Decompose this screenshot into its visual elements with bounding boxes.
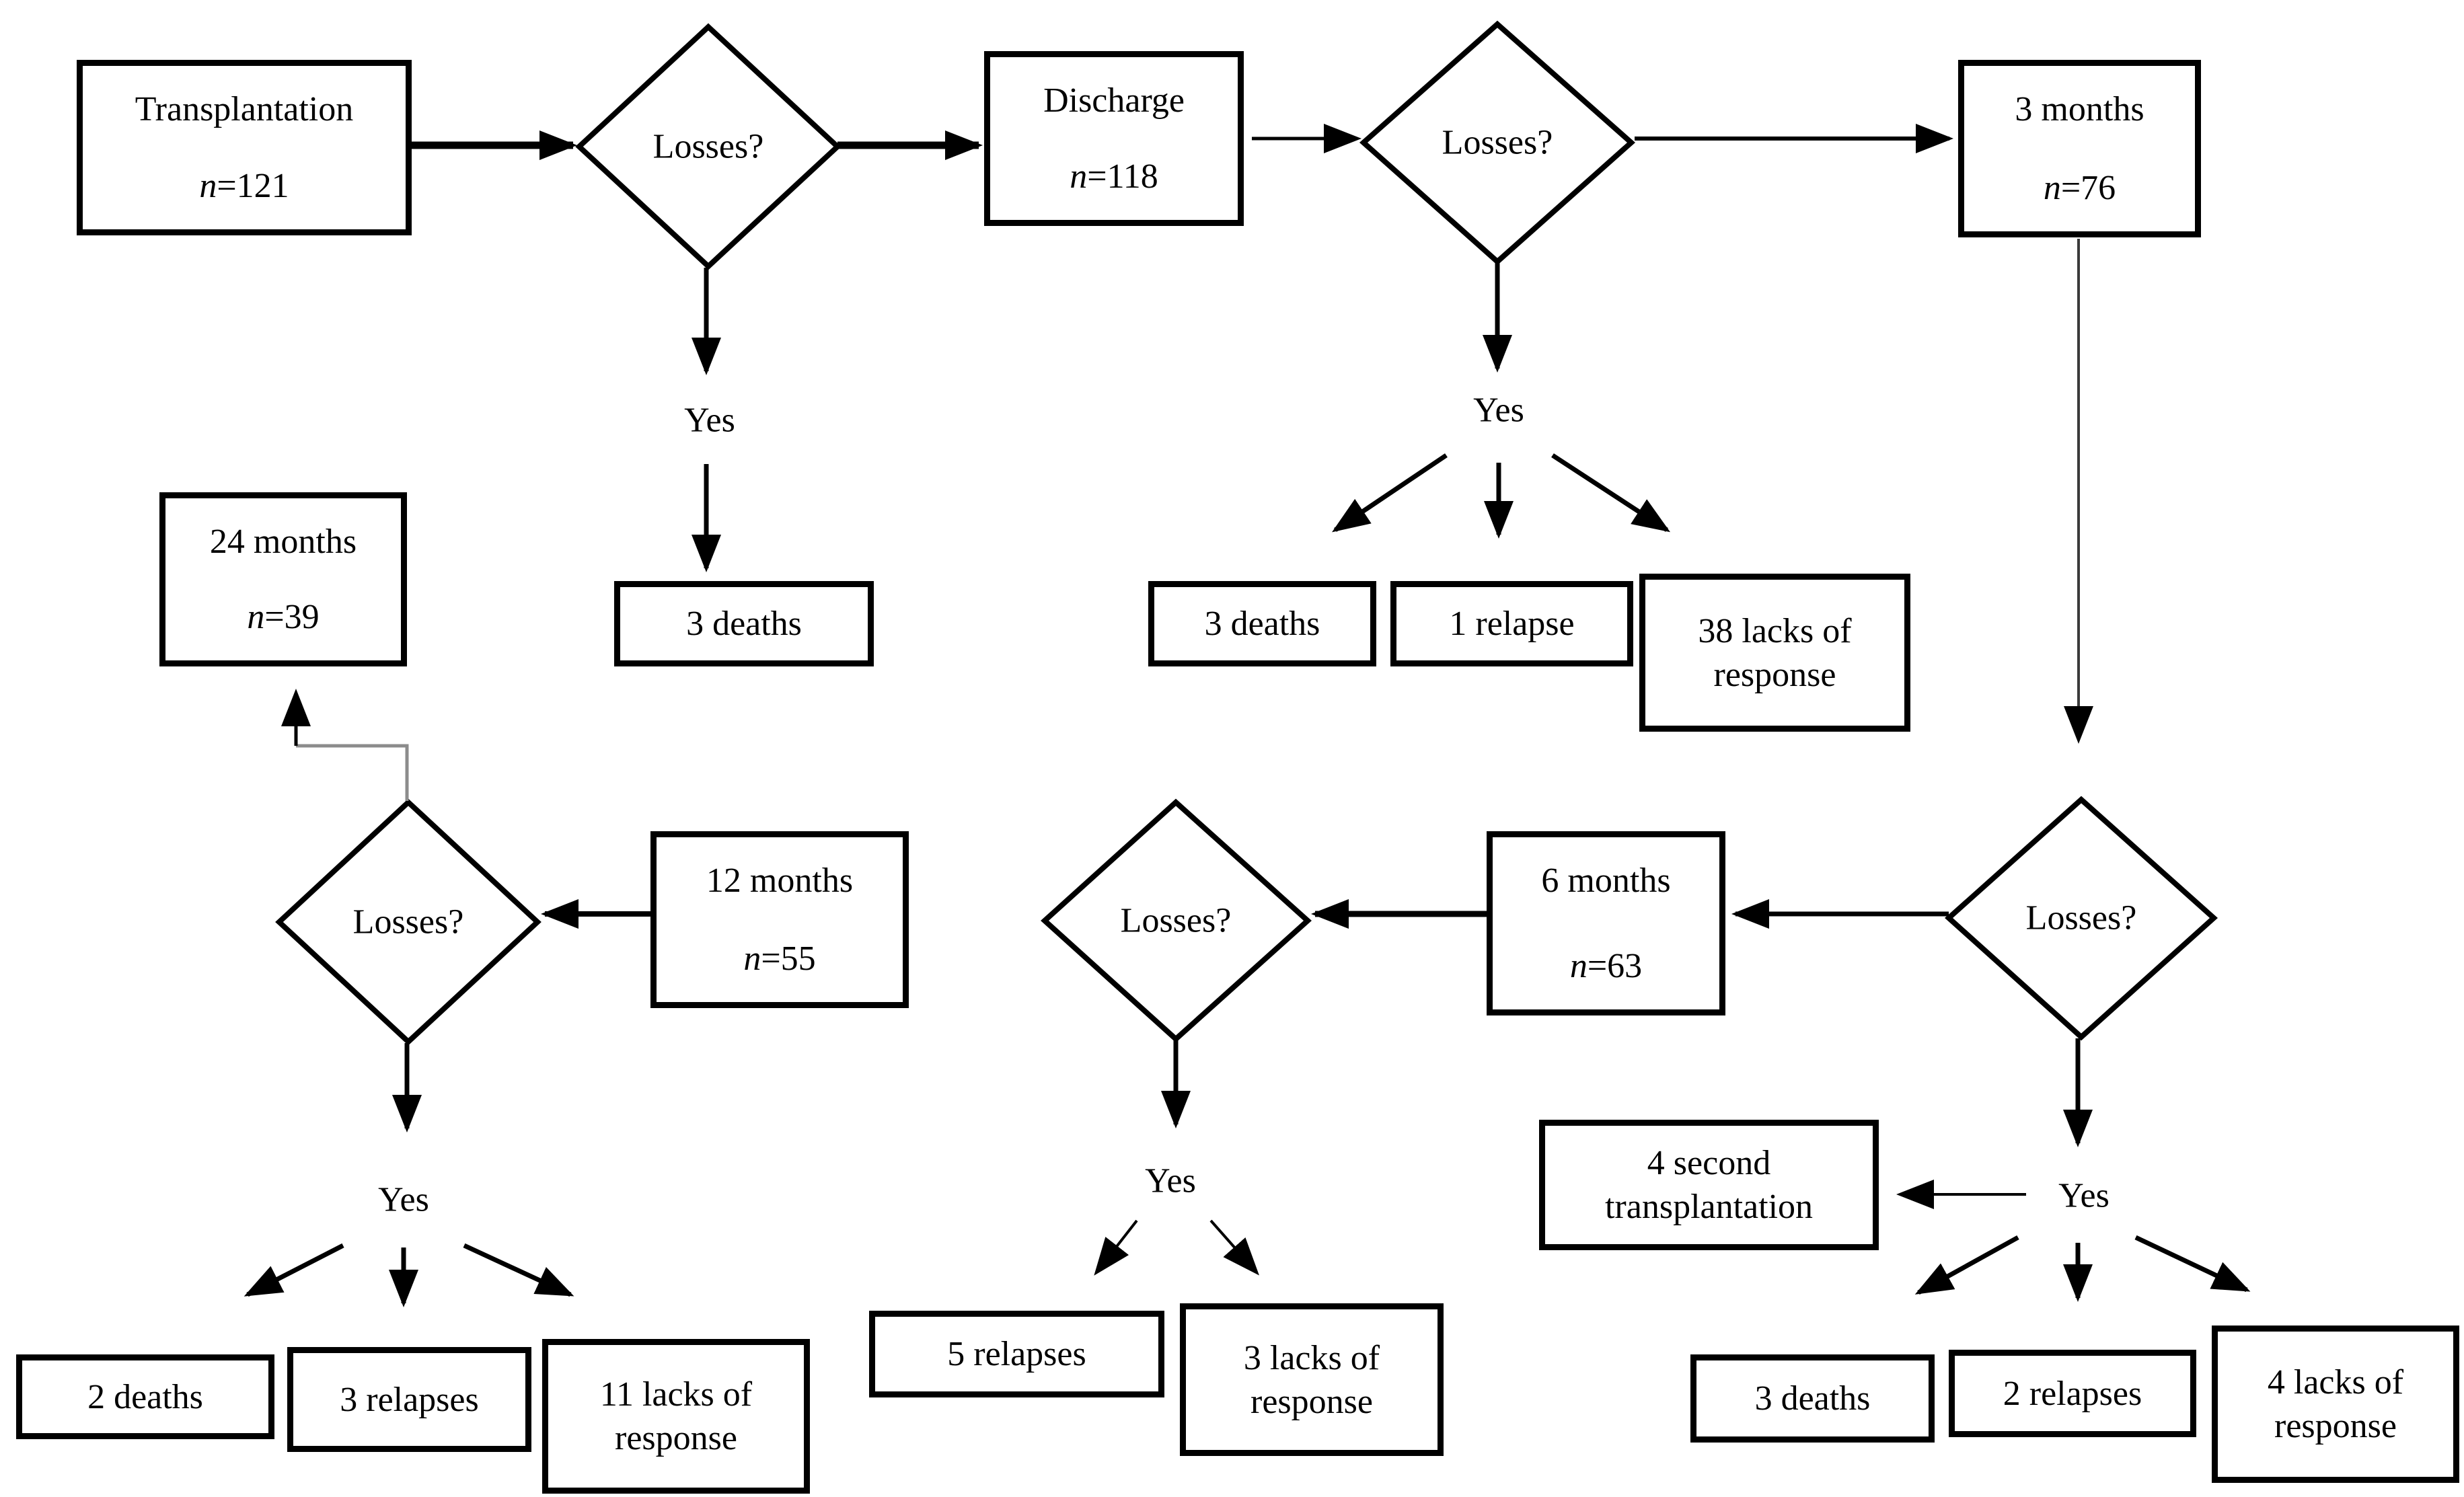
node-2-relapses: 2 relapses xyxy=(1949,1350,2196,1437)
node-label-line2: response xyxy=(2274,1407,2397,1445)
node-label: 1 relapse xyxy=(1449,605,1575,643)
node-label: Transplantation xyxy=(135,90,354,128)
node-transplantation: Transplantation n=121 xyxy=(77,60,412,235)
node-count: n=121 xyxy=(199,164,289,208)
node-label-line2: response xyxy=(615,1419,737,1457)
node-3-relapses: 3 relapses xyxy=(287,1347,531,1452)
node-label-line1: 3 lacks of xyxy=(1243,1338,1380,1377)
node-label: 24 months xyxy=(209,523,357,561)
decision-label-losses1: Losses? xyxy=(652,127,764,166)
n-symbol: n xyxy=(199,167,217,205)
decision-diamond-losses4 xyxy=(1041,798,1312,1043)
node-3-months: 3 months n=76 xyxy=(1958,60,2201,237)
node-label-line2: response xyxy=(1250,1382,1373,1421)
n-symbol: n xyxy=(2043,169,2061,207)
arrow-yes5-to-3deaths xyxy=(1914,1235,2019,1295)
decision-label-losses4: Losses? xyxy=(1120,901,1232,940)
node-label: 3 deaths xyxy=(686,605,802,643)
n-symbol: n xyxy=(743,939,761,978)
arrow-yes2-to-38lacks xyxy=(1551,453,1671,533)
node-count: n=55 xyxy=(743,937,815,981)
yes-label-1: Yes xyxy=(684,401,735,440)
node-label-line2: transplantation xyxy=(1604,1188,1814,1226)
arrow-yes2-to-3deaths xyxy=(1332,453,1448,533)
node-3-deaths-at-6m: 3 deaths xyxy=(1690,1354,1935,1443)
node-1-relapse-after-discharge: 1 relapse xyxy=(1390,581,1633,666)
n-value: =63 xyxy=(1587,947,1643,985)
node-label-line1: 4 lacks of xyxy=(2267,1363,2404,1402)
node-24-months: 24 months n=39 xyxy=(159,492,407,666)
node-label: Discharge xyxy=(1043,81,1185,120)
node-5-relapses: 5 relapses xyxy=(869,1311,1164,1397)
node-4-second-transplantation: 4 second transplantation xyxy=(1539,1120,1879,1250)
node-label: 3 deaths xyxy=(1754,1379,1871,1418)
decision-label-losses3: Losses? xyxy=(352,903,464,942)
n-value: =118 xyxy=(1087,157,1158,196)
node-4-lacks-of-response: 4 lacks of response xyxy=(2212,1326,2459,1483)
node-label-line2: response xyxy=(1713,655,1836,694)
node-label: 2 relapses xyxy=(2003,1374,2142,1413)
yes-label-5: Yes xyxy=(2058,1176,2110,1215)
node-count: n=39 xyxy=(247,595,319,639)
node-label: 12 months xyxy=(706,861,854,900)
decision-label-losses2: Losses? xyxy=(1442,123,1553,162)
yes-label-4: Yes xyxy=(1145,1161,1196,1200)
decision-diamond-losses3 xyxy=(275,798,542,1046)
node-3-deaths-after-transplantation: 3 deaths xyxy=(614,581,874,666)
node-12-months: 12 months n=55 xyxy=(650,831,909,1008)
node-38-lacks-of-response: 38 lacks of response xyxy=(1639,574,1910,732)
decision-diamond-losses5 xyxy=(1945,796,2218,1041)
n-value: =121 xyxy=(217,167,289,205)
node-6-months: 6 months n=63 xyxy=(1487,831,1725,1015)
decision-label-losses5: Losses? xyxy=(2025,898,2137,937)
node-label-line1: 4 second xyxy=(1647,1144,1771,1182)
n-value: =39 xyxy=(264,598,320,636)
arrow-yes3-to-2deaths xyxy=(244,1243,344,1297)
node-label: 3 deaths xyxy=(1204,605,1320,643)
arrow-yes4-to-5relapses xyxy=(1094,1219,1138,1276)
node-3-deaths-after-discharge: 3 deaths xyxy=(1148,581,1376,666)
arrow-yes3-to-11lacks xyxy=(463,1243,574,1297)
n-symbol: n xyxy=(1569,947,1588,985)
node-label: 2 deaths xyxy=(87,1377,203,1416)
node-label: 6 months xyxy=(1541,861,1671,900)
node-label-line1: 38 lacks of xyxy=(1698,611,1852,650)
node-11-lacks-of-response: 11 lacks of response xyxy=(542,1339,810,1494)
n-value: =55 xyxy=(761,939,816,978)
node-count: n=63 xyxy=(1570,944,1642,988)
node-2-deaths: 2 deaths xyxy=(16,1354,274,1439)
arrow-yes4-to-3lacks xyxy=(1209,1219,1259,1276)
n-symbol: n xyxy=(1070,157,1088,196)
node-3-lacks-of-response: 3 lacks of response xyxy=(1180,1303,1444,1456)
decision-diamond-losses1 xyxy=(575,23,842,270)
node-label-line1: 11 lacks of xyxy=(599,1375,753,1414)
decision-diamond-losses2 xyxy=(1359,20,1636,266)
yes-label-2: Yes xyxy=(1473,391,1524,430)
node-discharge: Discharge n=118 xyxy=(984,51,1244,226)
arrow-yes5-to-4lacks xyxy=(2134,1235,2251,1293)
yes-label-3: Yes xyxy=(378,1180,429,1219)
elbow-losses3-to-24months xyxy=(296,744,409,801)
n-value: =76 xyxy=(2060,169,2116,207)
node-label: 3 months xyxy=(2015,90,2144,128)
node-label: 3 relapses xyxy=(340,1380,479,1419)
n-symbol: n xyxy=(247,598,265,636)
node-label: 5 relapses xyxy=(947,1335,1086,1373)
node-count: n=76 xyxy=(2044,166,2116,210)
node-count: n=118 xyxy=(1070,155,1158,198)
